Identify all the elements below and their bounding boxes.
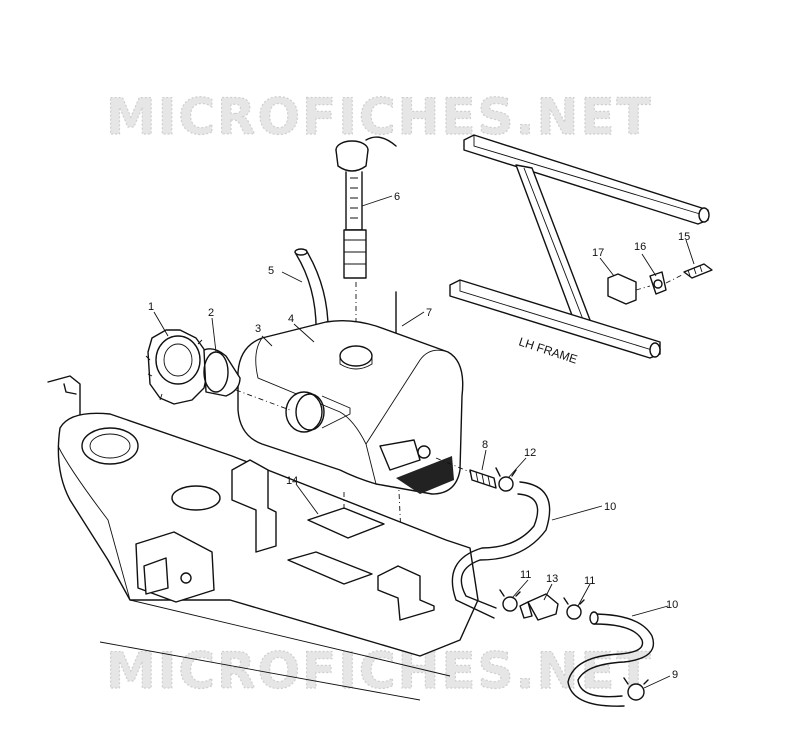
callout-14: 14 [286,475,298,487]
frame-label: LH FRAME [517,335,579,367]
watermark-top: MICROFICHES.NET [106,88,653,146]
callout-5: 5 [268,265,274,277]
inline-filter [519,593,559,621]
callout-10-upper: 10 [604,501,616,513]
leader-lines [153,195,695,689]
oil-hose-lower [567,611,655,707]
hose-clamp-9 [623,677,649,701]
callout-4: 4 [288,313,294,325]
callout-11-right: 11 [584,575,595,587]
callout-1: 1 [148,301,154,313]
callout-6: 6 [394,191,400,203]
frame-crossmember [47,375,479,701]
hose-clamp-12 [495,467,517,492]
hose-fitting [435,457,497,489]
tank-pad [307,507,385,539]
lh-frame [449,134,710,359]
hose-clamp-11-right [563,597,585,620]
callout-2: 2 [208,307,214,319]
filler-cap [145,329,212,405]
hose-clamp-11-left [499,589,521,612]
oil-tank [237,319,464,495]
callout-13: 13 [546,573,558,585]
callouts: 1 2 3 4 5 6 7 8 9 10 10 11 11 12 13 14 1… [148,191,690,681]
callout-7: 7 [426,307,432,319]
watermark-bottom: MICROFICHES.NET [106,642,653,700]
frame-bracket-assembly [607,263,713,305]
callout-17: 17 [592,247,604,259]
callout-9: 9 [672,669,678,681]
dipstick [335,136,397,340]
callout-12: 12 [524,447,536,459]
callout-8: 8 [482,439,488,451]
callout-3: 3 [255,323,261,335]
callout-15: 15 [678,231,690,243]
callout-11-left: 11 [520,569,531,581]
oil-hose-upper [451,481,551,619]
callout-10-lower: 10 [666,599,678,611]
callout-16: 16 [634,241,646,253]
